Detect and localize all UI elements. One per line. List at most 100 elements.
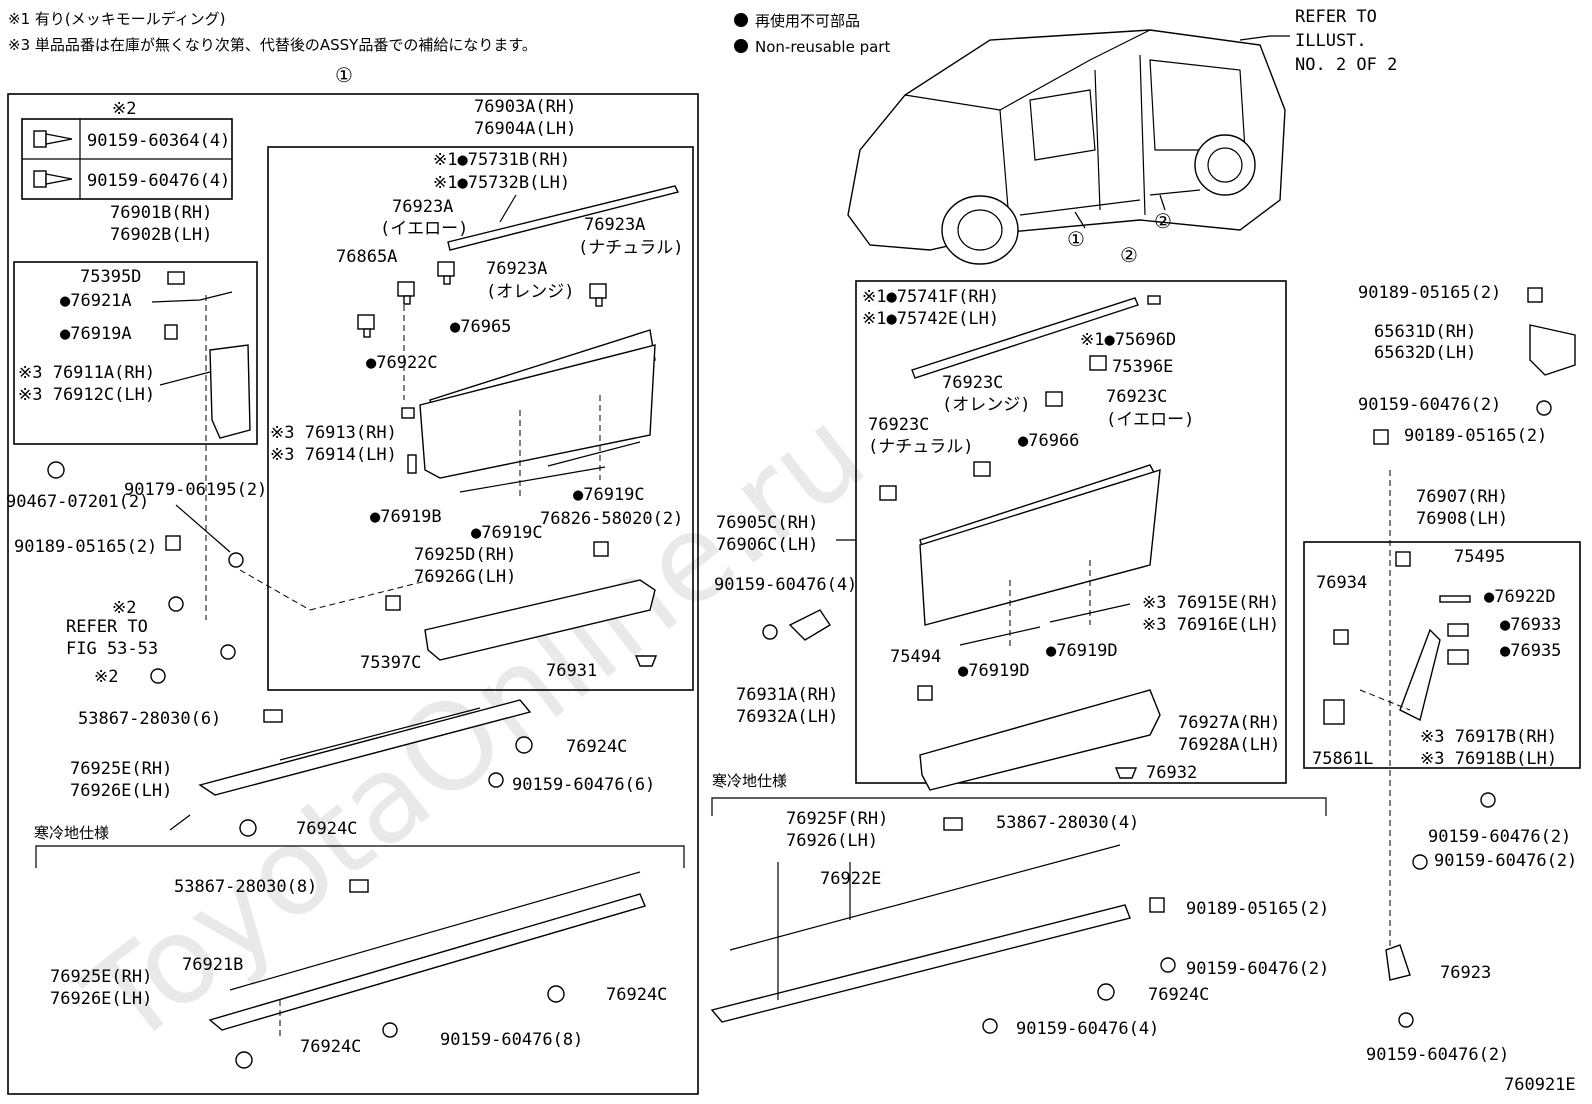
part-label: 90159-60476(8) bbox=[440, 1030, 583, 1050]
tape-part bbox=[959, 626, 1041, 646]
part-label: ●76919A bbox=[60, 324, 132, 344]
leader-line bbox=[1239, 35, 1290, 41]
part-label: ●76919C bbox=[471, 523, 543, 543]
panel-part bbox=[919, 469, 1161, 626]
clip-icon bbox=[437, 261, 455, 285]
table-row-1: 90159-60364(4) bbox=[87, 131, 230, 151]
part-label: 90159-60476(2) bbox=[1434, 851, 1577, 871]
clip-icon bbox=[593, 541, 609, 557]
part-label: 90159-60476(6) bbox=[512, 775, 655, 795]
part-label: ●76922D bbox=[1484, 587, 1556, 607]
clip-icon bbox=[397, 281, 415, 305]
refer-text: REFER TO bbox=[1295, 7, 1377, 27]
part-label: ●76919C bbox=[573, 485, 645, 505]
bolt-icon bbox=[47, 461, 65, 479]
bolt-icon bbox=[1480, 792, 1496, 808]
part-label: 90159-60476(4) bbox=[714, 575, 857, 595]
part-label: 76903A(RH) bbox=[474, 97, 576, 117]
part-label: 76925D(RH) bbox=[414, 545, 516, 565]
part-label: 76908(LH) bbox=[1416, 509, 1508, 529]
part-label: ●76922C bbox=[366, 353, 438, 373]
part-label: ●76933 bbox=[1500, 615, 1561, 635]
part-label: (オレンジ) bbox=[942, 395, 1030, 415]
nut-icon bbox=[228, 552, 244, 568]
part-label: 90467-07201(2) bbox=[6, 492, 149, 512]
clip-icon bbox=[1045, 391, 1063, 407]
clip-icon bbox=[167, 271, 185, 285]
clip-icon bbox=[973, 461, 991, 477]
screw-icon bbox=[33, 130, 73, 148]
part-label: 76901B(RH) bbox=[110, 203, 212, 223]
part-label: 75396E bbox=[1112, 357, 1173, 377]
part-label: ※1●75696D bbox=[1080, 330, 1176, 350]
part-label: 76924C bbox=[1148, 985, 1209, 1005]
clip-icon bbox=[1527, 287, 1543, 303]
part-label: 53867-28030(4) bbox=[996, 813, 1139, 833]
clip-icon bbox=[349, 879, 369, 893]
part-label: 76925E(RH) bbox=[70, 759, 172, 779]
part-label: 90179-06195(2) bbox=[124, 480, 267, 500]
mudguard-part bbox=[1529, 324, 1576, 376]
part-label: 76923C bbox=[868, 415, 929, 435]
leader-line bbox=[151, 291, 233, 303]
leader-line bbox=[499, 194, 517, 223]
vehicle-illustration bbox=[847, 29, 1286, 265]
clip-icon bbox=[1373, 429, 1389, 445]
part-label: (ナチュラル) bbox=[868, 437, 973, 457]
note-1: ※1 有り(メッキモールディング) bbox=[8, 10, 226, 28]
clip-icon bbox=[357, 314, 375, 338]
cold-region-label: 寒冷地仕様 bbox=[712, 772, 787, 790]
clip-icon bbox=[879, 485, 897, 501]
tape-part bbox=[459, 466, 606, 493]
part-label: 76902B(LH) bbox=[110, 225, 212, 245]
leader-line bbox=[175, 504, 231, 553]
part-label: ※3 76916E(LH) bbox=[1142, 615, 1279, 635]
star2-note: ※2 bbox=[112, 99, 136, 119]
clip-icon bbox=[1147, 295, 1161, 305]
nut-icon bbox=[515, 736, 533, 754]
star2-label: ※2 bbox=[94, 667, 118, 687]
part-label: ※3 76913(RH) bbox=[270, 423, 397, 443]
clip-icon bbox=[943, 817, 963, 831]
part-label: 76931 bbox=[546, 661, 597, 681]
part-label: 76927A(RH) bbox=[1178, 713, 1280, 733]
rail-part bbox=[710, 904, 1131, 1023]
part-label: ※1●75731B(RH) bbox=[433, 150, 570, 170]
refer-fig: REFER TO bbox=[66, 617, 148, 637]
part-label: 90189-05165(2) bbox=[14, 537, 157, 557]
diagram-id: 760921E bbox=[1504, 1075, 1576, 1095]
part-label: 76934 bbox=[1316, 573, 1367, 593]
table-row-2: 90159-60476(4) bbox=[87, 171, 230, 191]
end-cap-part bbox=[1399, 628, 1441, 722]
part-label: ※1●75742E(LH) bbox=[862, 309, 999, 329]
legend-jp: 再使用不可部品 bbox=[755, 12, 860, 30]
part-label: ※3 76915E(RH) bbox=[1142, 593, 1279, 613]
clip-icon bbox=[165, 535, 181, 551]
part-label: ●76921A bbox=[60, 291, 132, 311]
rail-part bbox=[208, 893, 646, 1031]
bolt-icon bbox=[220, 644, 236, 660]
nut-icon bbox=[239, 819, 257, 837]
bolt-icon bbox=[1160, 957, 1176, 973]
clip-icon bbox=[1149, 897, 1165, 913]
bracket-part bbox=[919, 689, 1161, 791]
bracket-icon bbox=[1385, 944, 1411, 981]
nut-icon bbox=[547, 985, 565, 1003]
pad-part bbox=[1439, 595, 1471, 603]
part-label: ※1●75732B(LH) bbox=[433, 173, 570, 193]
arrow-icon bbox=[169, 814, 191, 831]
part-label: ※3 76914(LH) bbox=[270, 445, 397, 465]
part-label: 76921B bbox=[182, 955, 243, 975]
bolt-icon bbox=[168, 596, 184, 612]
bolt-icon bbox=[1398, 1012, 1414, 1028]
moulding-part bbox=[229, 871, 641, 991]
part-label: 76905C(RH) bbox=[716, 513, 818, 533]
part-label: 90189-05165(2) bbox=[1404, 426, 1547, 446]
part-label: 90189-05165(2) bbox=[1358, 283, 1501, 303]
leader-line bbox=[159, 371, 211, 386]
part-label: 76922E bbox=[820, 869, 881, 889]
clip-icon bbox=[263, 709, 283, 723]
part-label: 76925E(RH) bbox=[50, 967, 152, 987]
clip-icon bbox=[1333, 629, 1349, 645]
part-label: 76932A(LH) bbox=[736, 707, 838, 727]
